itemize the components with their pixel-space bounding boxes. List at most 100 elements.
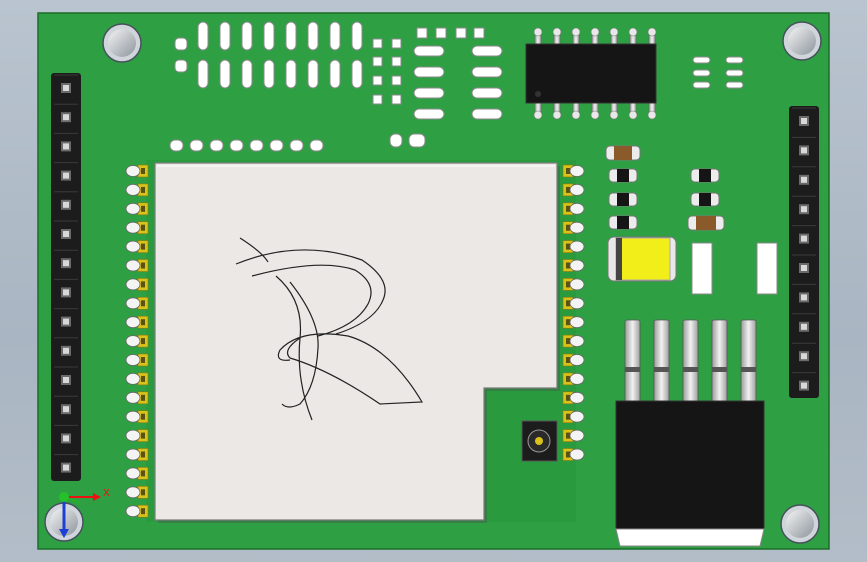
- smd-pad: [307, 59, 319, 89]
- header-pin: [61, 404, 71, 415]
- mounting-hole-bottom-right: [780, 504, 820, 544]
- module-pin: [562, 164, 585, 178]
- module-pin: [562, 278, 585, 291]
- smd-pad: [307, 21, 319, 51]
- regulator-lead: [711, 319, 728, 405]
- module-pin: [125, 221, 149, 234]
- mounting-hole-top-left: [102, 23, 142, 63]
- module-pin: [125, 410, 149, 424]
- smd-pad: [413, 45, 445, 57]
- header-pin: [799, 321, 809, 332]
- smd-pad: [174, 59, 188, 73]
- smd-pad: [197, 21, 209, 51]
- smd-pad: [455, 27, 467, 39]
- module-pin: [562, 259, 585, 272]
- module-pin: [125, 296, 149, 310]
- module-pin: [125, 259, 149, 272]
- smd-pad: [391, 56, 402, 67]
- smd-pad: [174, 37, 188, 51]
- smd-pad: [197, 59, 209, 89]
- header-pin: [61, 433, 71, 444]
- soic-ic: [525, 43, 657, 104]
- diode: [690, 168, 720, 183]
- header-pin: [61, 375, 71, 385]
- module-pin: [125, 164, 149, 178]
- module-pin: [125, 278, 149, 291]
- smd-pad: [473, 27, 485, 39]
- smd-pad: [692, 56, 711, 64]
- module-pin: [125, 334, 149, 348]
- smd-pad: [289, 139, 304, 152]
- header-pin: [61, 83, 71, 93]
- smd-pad-array: [169, 21, 503, 152]
- smd-pad: [229, 139, 244, 152]
- smd-pad: [285, 21, 297, 51]
- module-pin: [562, 221, 585, 234]
- smd-pad: [725, 56, 744, 64]
- smd-pad: [269, 139, 284, 152]
- module-pin: [125, 353, 149, 367]
- header-pin: [61, 229, 71, 239]
- coordinate-triad: X: [59, 488, 110, 538]
- header-pin: [799, 174, 809, 185]
- smd-pad: [309, 139, 324, 152]
- smd-pad: [263, 21, 275, 51]
- smd-pad: [435, 27, 447, 39]
- header-pin: [61, 112, 71, 123]
- regulator-lead: [653, 319, 670, 405]
- header-pin: [61, 199, 71, 210]
- header-pin: [799, 145, 809, 156]
- smd-pad: [249, 139, 264, 152]
- smd-pad: [725, 81, 744, 89]
- regulator-lead: [682, 319, 699, 405]
- smd-pad: [209, 139, 224, 152]
- smd-pad: [391, 75, 402, 86]
- header-pin: [799, 116, 809, 126]
- smd-pad-array-right: [692, 56, 744, 89]
- module-pin: [562, 391, 585, 405]
- diode: [608, 215, 638, 230]
- mounting-hole-top-right: [782, 21, 822, 61]
- regulator-lead: [624, 319, 641, 405]
- header-pin: [799, 263, 809, 273]
- header-pin: [61, 462, 71, 473]
- smd-pad: [285, 59, 297, 89]
- header-pin: [61, 258, 71, 269]
- smd-pad: [351, 21, 363, 51]
- header-pin: [61, 316, 71, 327]
- right-pin-header: [789, 106, 819, 398]
- smd-pad: [413, 66, 445, 78]
- module-pin: [125, 240, 149, 253]
- smd-pad: [413, 108, 445, 120]
- smd-pad: [391, 94, 402, 105]
- module-pin: [562, 240, 585, 253]
- smd-pad: [219, 59, 231, 89]
- antenna-connector: [521, 420, 558, 462]
- module-pin: [562, 183, 585, 197]
- smd-pad: [471, 108, 503, 120]
- header-pin: [799, 233, 809, 244]
- header-pin: [61, 170, 71, 181]
- module-pin: [562, 296, 585, 310]
- header-pin: [61, 345, 71, 356]
- smd-pad: [416, 27, 428, 39]
- smd-pad: [351, 59, 363, 89]
- smd-pad: [372, 38, 383, 49]
- smd-pad: [329, 21, 341, 51]
- module-pin: [125, 202, 149, 216]
- x-axis-label: X: [103, 488, 110, 499]
- regulator-lead: [740, 319, 757, 405]
- voltage-regulator: [615, 400, 765, 547]
- module-pin: [125, 448, 149, 461]
- smd-pad: [725, 69, 744, 77]
- smd-pad: [471, 45, 503, 57]
- header-pin: [799, 380, 809, 391]
- resistor: [687, 215, 725, 231]
- diode: [690, 192, 720, 207]
- header-pin: [61, 287, 71, 298]
- diode: [608, 168, 638, 183]
- module-pin: [125, 315, 149, 329]
- module-pin: [562, 429, 585, 442]
